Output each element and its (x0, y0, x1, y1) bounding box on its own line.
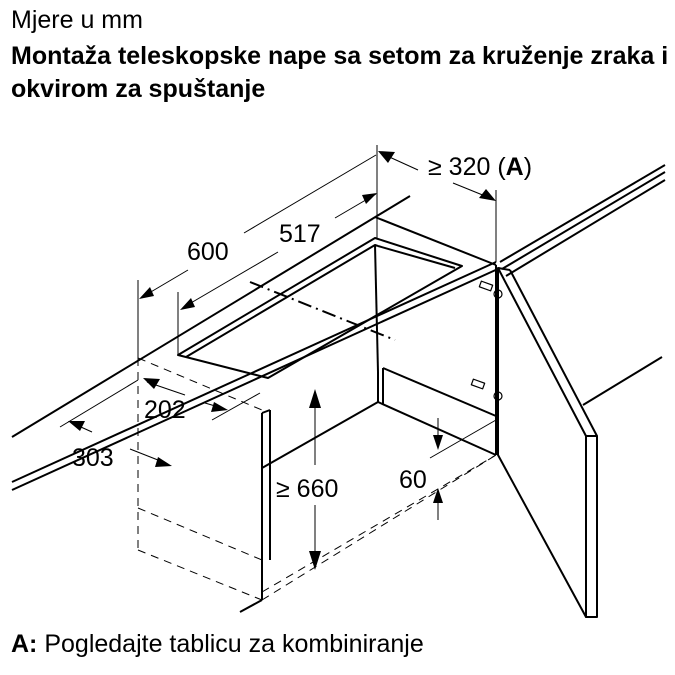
cabinet-door (497, 267, 587, 618)
dimension-202: 202 (143, 378, 261, 424)
dim-660-label: ≥ 660 (276, 475, 338, 503)
hinge-top (478, 280, 503, 299)
center-axis (249, 281, 396, 341)
dim-303-label: 303 (72, 444, 114, 472)
dim-202-label: 202 (144, 396, 186, 424)
page-title: Montaža teleskopske nape sa setom za kru… (11, 42, 669, 103)
dim-320-label: ≥ 320 (A) (428, 153, 532, 181)
hinge-bottom (470, 378, 503, 401)
footnote-text: Pogledajte tablicu za kombiniranje (37, 630, 424, 658)
dimension-303: 303 (59, 379, 172, 472)
door-edge (585, 435, 598, 618)
worktop (11, 164, 666, 491)
dimension-660: ≥ 660 (276, 389, 338, 570)
units-note: Mjere u mm (11, 6, 143, 34)
worktop-cutout (177, 237, 463, 379)
footnote-key: A: (11, 630, 38, 658)
dimension-60: 60 (399, 418, 497, 520)
dim-517-label: 517 (279, 220, 321, 248)
dimension-320: ≥ 320 (A) (376, 145, 532, 262)
dim-60-label: 60 (399, 466, 427, 494)
footnote: A: Pogledajte tablicu za kombiniranje (11, 629, 424, 659)
hidden-lines (137, 357, 497, 601)
cabinet (239, 265, 497, 613)
dim-600-label: 600 (187, 238, 229, 266)
dimension-517-600: 600 517 (137, 154, 377, 360)
